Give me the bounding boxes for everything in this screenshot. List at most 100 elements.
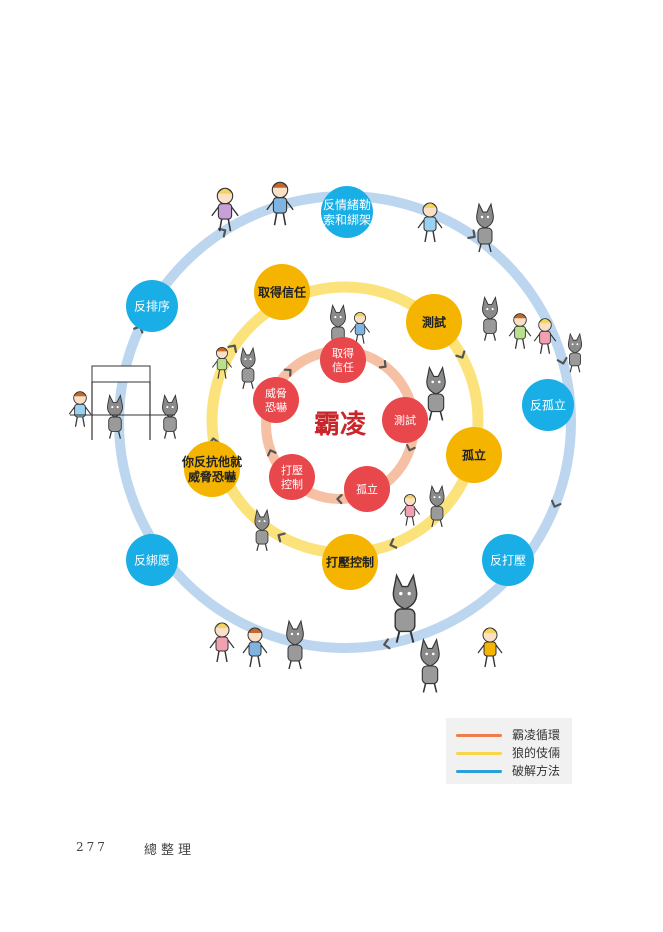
inner-node-label: 威脅恐嚇 <box>265 386 287 414</box>
cartoon-person-icon <box>242 627 268 668</box>
outer-node-circle <box>321 186 373 238</box>
legend-swatch <box>456 770 502 773</box>
cartoon-person-icon <box>211 187 239 232</box>
direction-arrow-icon <box>283 368 292 377</box>
inner-node-circle <box>382 397 428 443</box>
legend-swatch <box>456 752 502 755</box>
cartoon-person-icon <box>266 181 294 226</box>
cartoon-wolf-icon <box>567 332 583 373</box>
outer-node: 反綁愿 <box>126 534 178 586</box>
legend-item-solutions: 破解方法 <box>456 762 566 780</box>
middle-node-circle <box>254 264 310 320</box>
cartoon-wolf-icon <box>476 202 494 253</box>
outer-node-label: 反情緒勒索和綁架 <box>323 197 371 227</box>
inner-node-label: 打壓控制 <box>281 463 303 491</box>
cartoon-wolf-icon <box>420 637 440 693</box>
direction-arrow-icon <box>227 344 238 353</box>
cartoon-wolf-icon <box>254 508 270 552</box>
outer-node: 反打壓 <box>482 534 534 586</box>
cartoon-wolf-icon <box>429 484 445 528</box>
inner-node-label: 取得信任 <box>332 347 354 374</box>
center-label: 霸凌 <box>314 410 367 440</box>
inner-node-circle <box>253 377 299 423</box>
middle-node-label: 取得信任 <box>258 284 306 299</box>
direction-arrow-icon <box>336 493 343 505</box>
legend-item-bullying-cycle: 霸凌循環 <box>456 726 566 744</box>
cartoon-wolf-icon <box>392 573 418 643</box>
middle-node-circle <box>446 427 502 483</box>
direction-arrow-icon <box>550 499 562 508</box>
inner-node: 取得信任 <box>320 337 366 383</box>
middle-node-label: 測試 <box>422 314 446 329</box>
middle-node: 打壓控制 <box>322 534 378 590</box>
direction-arrow-icon <box>406 444 416 452</box>
chapter-title: 總整理 <box>144 843 196 858</box>
inner-node-circle <box>320 337 366 383</box>
middle-node-circle <box>322 534 378 590</box>
cartoon-person-icon <box>508 313 532 349</box>
legend-label: 霸凌循環 <box>512 728 561 742</box>
page-footer: 277 總整理 <box>76 840 191 858</box>
inner-node-circle <box>269 454 315 500</box>
outer-node-label: 反排序 <box>134 298 170 313</box>
ranking-banner-icon <box>70 365 175 440</box>
legend: 霸凌循環 狼的伎倆 破解方法 <box>446 718 572 784</box>
inner-node: 測試 <box>382 397 428 443</box>
middle-node-label: 打壓控制 <box>326 554 374 569</box>
cartoon-person-icon <box>209 622 235 663</box>
outer-node-circle <box>126 534 178 586</box>
outer-node: 反孤立 <box>522 379 574 431</box>
cartoon-wolf-icon <box>426 365 446 421</box>
middle-node-label: 孤立 <box>462 447 486 462</box>
cartoon-person-icon <box>400 493 420 526</box>
direction-arrow-icon <box>378 359 387 369</box>
direction-arrow-icon <box>556 356 568 365</box>
cartoon-wolf-icon <box>162 394 178 439</box>
outer-node-circle <box>522 379 574 431</box>
inner-node: 孤立 <box>344 466 390 512</box>
cartoon-person-icon <box>350 311 370 344</box>
direction-arrow-icon <box>467 229 476 240</box>
middle-node: 你反抗他就威脅恐嚇 <box>181 441 242 497</box>
cartoon-person-icon <box>68 391 92 427</box>
outer-node-label: 反綁愿 <box>134 553 170 567</box>
cartoon-person-icon <box>417 202 443 243</box>
outer-node-label: 反打壓 <box>490 553 526 567</box>
cycle-nodes: 反情緒勒索和綁架反孤立反打壓反綁愿反排序取得信任測試孤立打壓控制你反抗他就威脅恐… <box>126 186 574 590</box>
direction-arrow-icon <box>455 350 466 359</box>
outer-node: 反情緒勒索和綁架 <box>321 186 373 238</box>
direction-arrow-icon <box>217 227 227 238</box>
cartoon-illustrations <box>68 181 583 693</box>
middle-node-circle <box>406 294 462 350</box>
outer-node-circle <box>126 280 178 332</box>
middle-node: 測試 <box>406 294 462 350</box>
inner-node-label: 測試 <box>394 413 416 427</box>
outer-node-label: 反孤立 <box>530 397 566 412</box>
cartoon-person-icon <box>477 627 503 668</box>
cartoon-wolf-icon <box>240 346 256 390</box>
legend-item-wolf-tricks: 狼的伎倆 <box>456 744 566 762</box>
inner-node: 打壓控制 <box>269 454 315 500</box>
inner-node-label: 孤立 <box>356 482 378 496</box>
middle-node-label: 你反抗他就威脅恐嚇 <box>181 454 242 484</box>
cartoon-person-icon <box>212 346 232 379</box>
inner-node: 威脅恐嚇 <box>253 377 299 423</box>
direction-arrow-icon <box>383 638 391 650</box>
direction-arrow-icon <box>266 449 277 457</box>
middle-node-circle <box>184 441 240 497</box>
middle-node: 孤立 <box>446 427 502 483</box>
inner-node-circle <box>344 466 390 512</box>
page-number: 277 <box>76 840 108 854</box>
outer-node-circle <box>482 534 534 586</box>
legend-swatch <box>456 734 502 737</box>
legend-label: 破解方法 <box>512 764 561 778</box>
cartoon-wolf-icon <box>286 619 304 670</box>
cartoon-wolf-icon <box>482 296 498 341</box>
direction-arrow-icon <box>277 532 286 543</box>
cartoon-person-icon <box>533 318 557 354</box>
direction-arrow-icon <box>389 538 398 549</box>
outer-node: 反排序 <box>126 280 178 332</box>
legend-label: 狼的伎倆 <box>512 746 561 760</box>
middle-node: 取得信任 <box>254 264 310 320</box>
